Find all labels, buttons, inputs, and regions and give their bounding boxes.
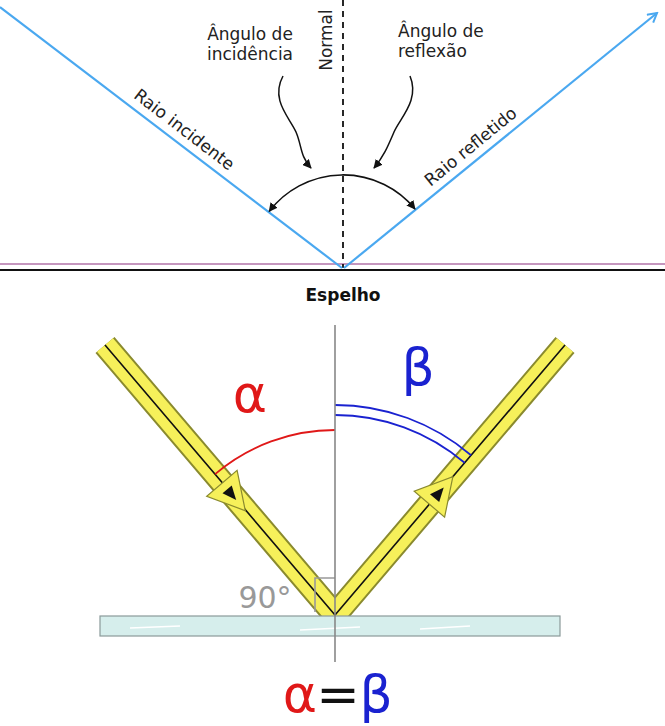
mirror-glint [130, 626, 470, 630]
mirror-label: Espelho [305, 286, 380, 306]
angle-value: 90° [238, 581, 291, 616]
incident-ray [0, 7, 342, 268]
equation-symbol: α [283, 665, 317, 725]
ray-label: Raio refletido [421, 104, 521, 191]
normal-label: Normal [317, 9, 337, 71]
beta-arc [335, 405, 471, 455]
leader-arrow [374, 76, 413, 168]
equation-symbol: = [316, 665, 360, 725]
mirror-line-top [0, 263, 665, 264]
beam-arrowhead [207, 470, 246, 510]
right-angle-mark [315, 578, 335, 612]
angle-symbol: β [401, 338, 434, 398]
reflected-ray [344, 13, 657, 268]
beam-arrowhead-inner [430, 487, 444, 502]
normal-line [334, 325, 336, 662]
angle-symbol: α [233, 365, 267, 425]
leader-arrow [279, 76, 311, 168]
ray-label: Raio incidente [130, 85, 238, 174]
mirror-line [0, 269, 665, 271]
beta-arc [335, 415, 465, 463]
beam-arrowhead [414, 477, 453, 517]
equation-symbol: β [359, 665, 392, 725]
normal-line [342, 0, 344, 268]
angle-label: Ângulo de incidência [188, 25, 313, 64]
mirror-plate [100, 616, 560, 636]
angle-arc [269, 175, 415, 211]
angle-label: Ângulo de reflexão [398, 22, 518, 61]
alpha-arc [215, 430, 335, 474]
beam-arrowhead-inner [223, 486, 237, 501]
